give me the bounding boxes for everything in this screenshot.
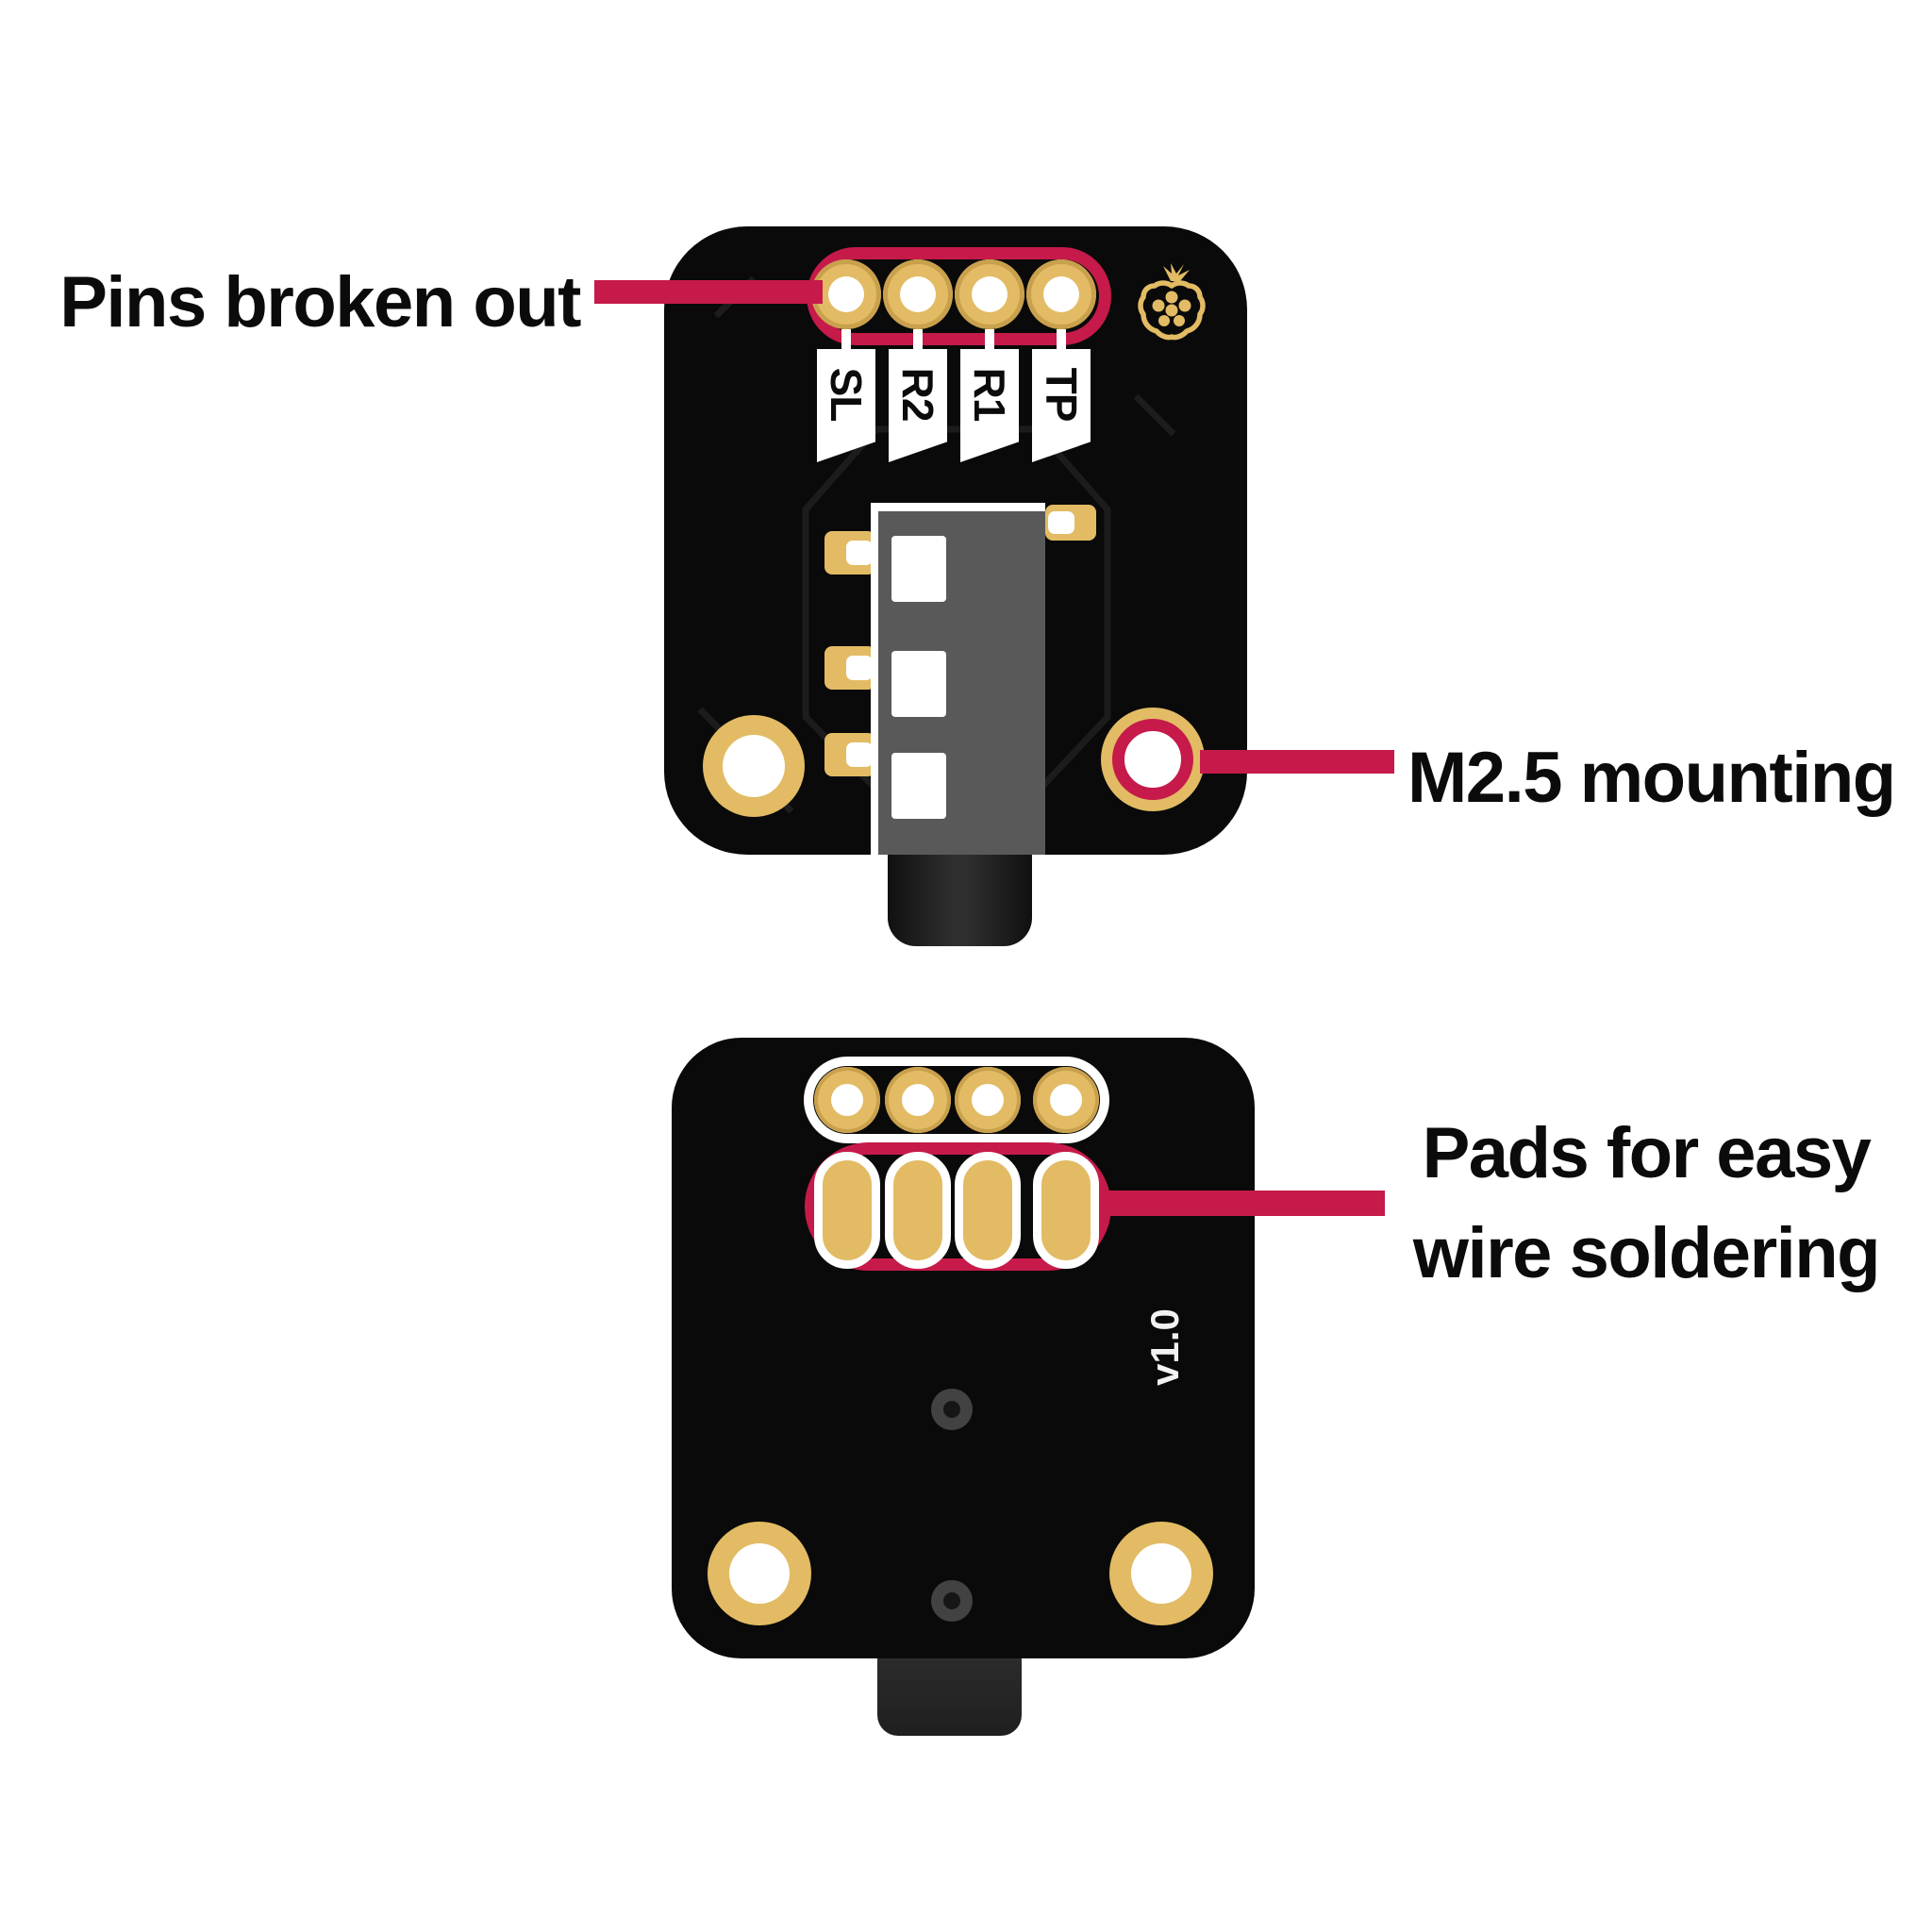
pads-callout-line — [1104, 1191, 1385, 1216]
smt-pad-notch — [1048, 511, 1074, 534]
solder-pad — [814, 1152, 880, 1269]
mounting-callout-line — [1200, 750, 1394, 774]
hole-center — [1131, 1543, 1191, 1604]
pin-hole — [1050, 1084, 1082, 1116]
pin-hole — [1043, 276, 1079, 312]
back-pin — [885, 1067, 951, 1133]
solder-pad — [885, 1152, 951, 1269]
flag-pole — [841, 329, 851, 351]
jack-contact-slot — [891, 651, 946, 717]
pins-callout-line — [594, 280, 823, 304]
raspberry-logo-icon — [1138, 263, 1206, 341]
pins-broken-out-label: Pins broken out — [59, 262, 581, 342]
pins-outline-back — [804, 1057, 1109, 1143]
hole-center — [723, 735, 785, 797]
board-front-view: SL R2 R1 TP — [664, 226, 1247, 855]
pin-tp — [1026, 259, 1096, 329]
rivet-center — [943, 1401, 960, 1418]
hole-center — [729, 1543, 790, 1604]
pads-soldering-label: Pads for easy wire soldering — [1358, 1104, 1932, 1304]
audio-jack-body — [871, 503, 1045, 855]
solder-pad — [955, 1152, 1021, 1269]
jack-smt-pad — [824, 646, 875, 690]
pin-label-tp: TP — [1037, 367, 1086, 422]
mounting-hole-left — [703, 715, 805, 817]
jack-rivet-dot — [931, 1389, 973, 1430]
rivet-center — [943, 1592, 960, 1609]
pin-hole — [831, 1084, 863, 1116]
jack-smt-pad — [1045, 505, 1096, 541]
pin-label-flag-sl: SL — [817, 349, 875, 462]
jack-contact-slot — [891, 753, 946, 819]
back-pin — [955, 1067, 1021, 1133]
pin-label-sl: SL — [822, 367, 871, 422]
pin-label-r1: R1 — [965, 367, 1014, 422]
pin-label-flag-tp: TP — [1032, 349, 1091, 462]
jack-smt-pad — [824, 733, 875, 776]
mounting-hole-back-left — [708, 1522, 811, 1625]
pin-hole — [828, 276, 864, 312]
mounting-hole-back-right — [1109, 1522, 1213, 1625]
smt-pad-notch — [846, 742, 873, 767]
jack-smt-pad — [824, 531, 875, 575]
board-back-view: v1.0 — [672, 1038, 1255, 1658]
pin-hole — [902, 1084, 934, 1116]
solder-pad — [1033, 1152, 1099, 1269]
pin-label-flag-r2: R2 — [889, 349, 947, 462]
pads-label-line1: Pads for easy — [1422, 1113, 1872, 1193]
pin-hole — [972, 276, 1008, 312]
pin-r2 — [883, 259, 953, 329]
pads-label-line2: wire soldering — [1412, 1213, 1881, 1293]
flag-pole — [985, 329, 994, 351]
jack-contact-slot — [891, 536, 946, 602]
back-pin — [814, 1067, 880, 1133]
pin-r1 — [955, 259, 1024, 329]
flag-pole — [913, 329, 923, 351]
pin-hole — [900, 276, 936, 312]
pin-sl — [811, 259, 881, 329]
smt-pad-notch — [846, 656, 873, 680]
version-label: v1.0 — [1142, 1308, 1187, 1386]
mounting-hole-right-highlighted — [1101, 708, 1205, 811]
smt-pad-notch — [846, 541, 873, 565]
pin-label-flag-r1: R1 — [960, 349, 1019, 462]
pin-label-r2: R2 — [893, 367, 942, 422]
flag-pole — [1057, 329, 1066, 351]
jack-rivet-dot — [931, 1580, 973, 1622]
mounting-highlight-ring — [1112, 719, 1193, 800]
back-pin — [1033, 1067, 1099, 1133]
m25-mounting-label: M2.5 mounting — [1407, 738, 1896, 818]
pin-hole — [972, 1084, 1004, 1116]
